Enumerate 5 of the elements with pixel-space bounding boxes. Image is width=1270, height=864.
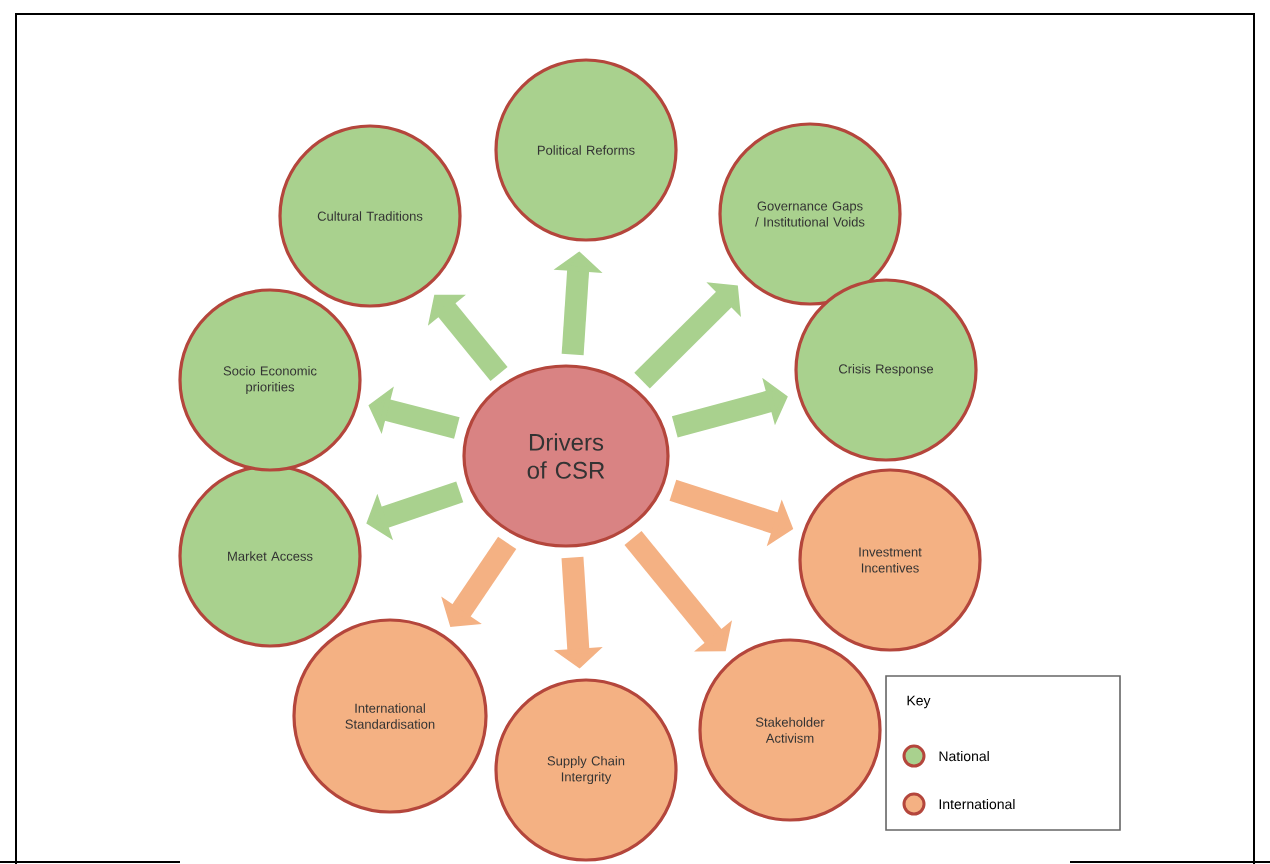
- block-arrow: [366, 481, 464, 541]
- block-arrow: [634, 282, 741, 389]
- block-arrow: [671, 377, 788, 438]
- block-arrow: [427, 294, 508, 381]
- block-arrow: [624, 531, 733, 652]
